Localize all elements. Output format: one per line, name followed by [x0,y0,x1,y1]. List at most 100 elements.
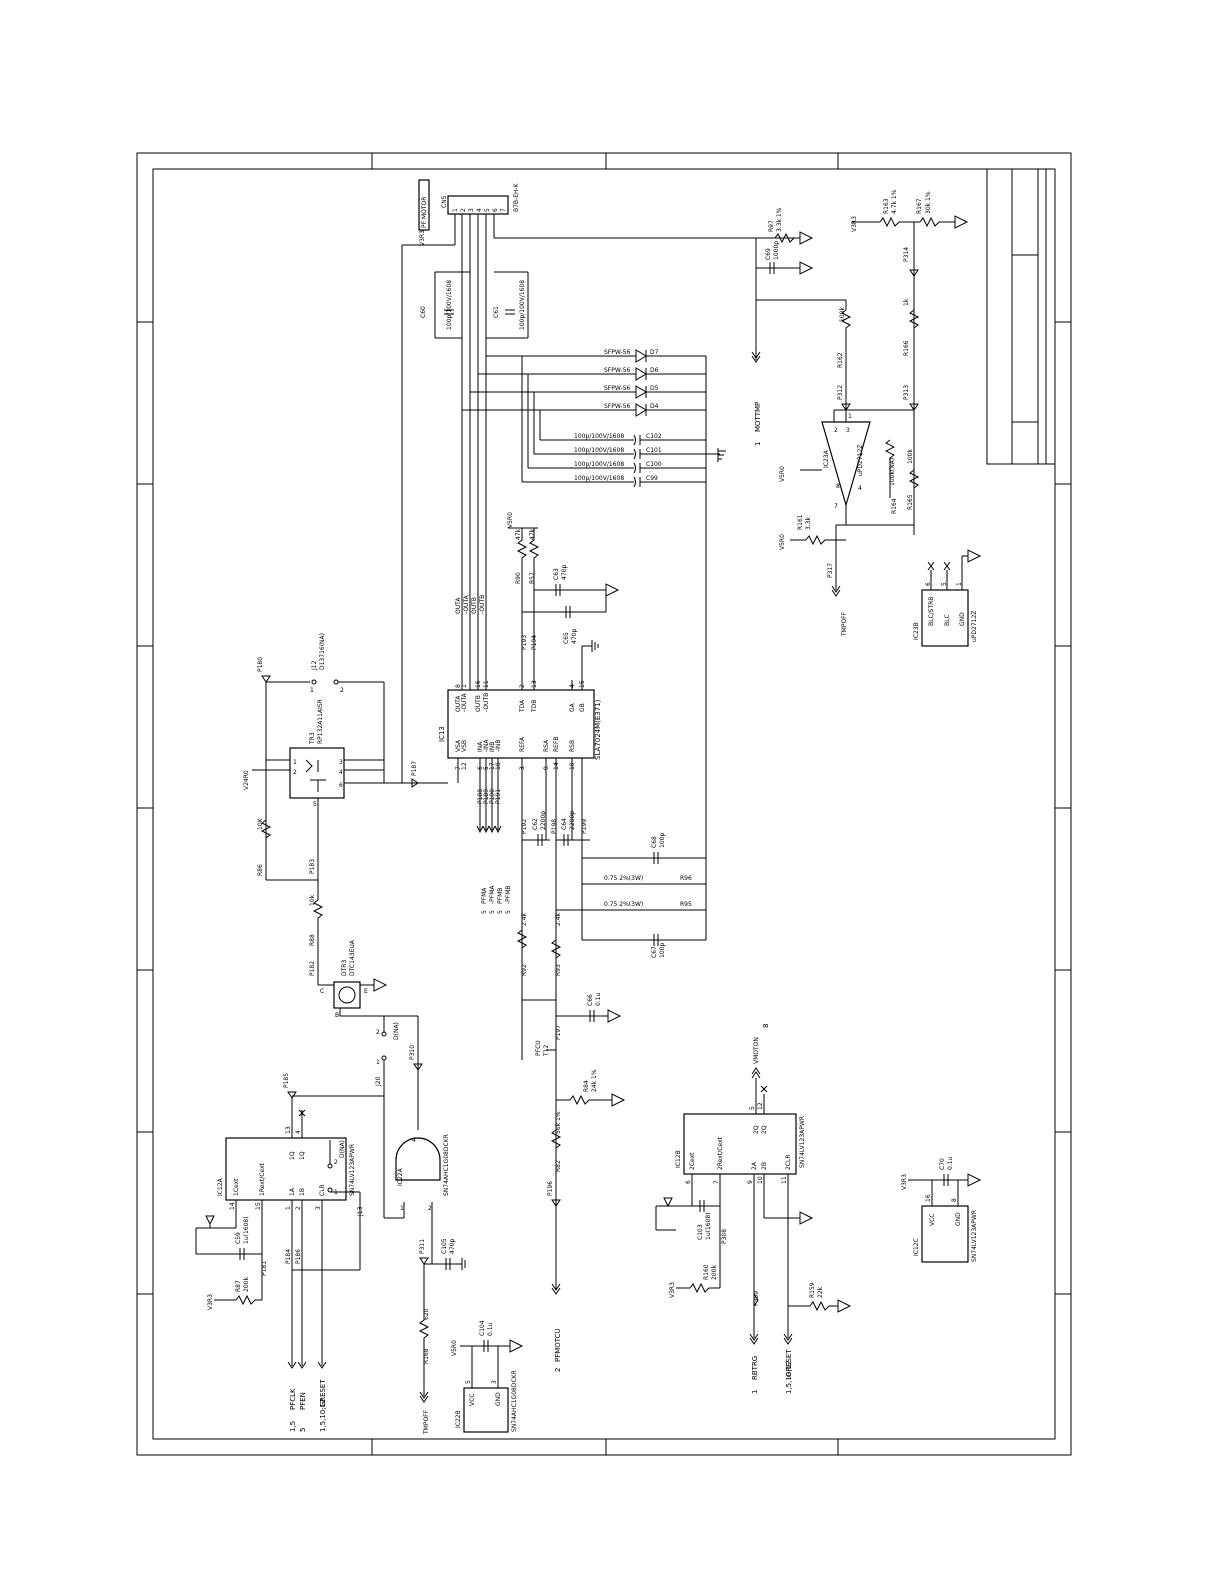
resistor-r96: R96 0.75 2%(3W) [582,875,706,885]
c105-ref: C105 [441,1238,448,1254]
diode-ref-3: D4 [650,403,659,410]
tr3-pin-1: 2 [293,769,297,776]
resistor-r90: R90 47k [515,528,528,690]
v3r3-r87: V3R3 [207,1294,214,1310]
v5r0-r161: V5R0 [779,534,786,550]
ic12b-part: SN74LV123APWR [799,1116,806,1168]
resistor-r92: R92 2.4k [516,912,528,976]
j13-pin1: 1 [334,1189,338,1196]
c64-ref: C64 [561,818,568,830]
j20-pin2: 2 [376,1029,380,1036]
inner-border [152,168,1056,1440]
resistor-r167: R167 30k 1% [916,191,955,228]
ic13-pin-7: RSA [543,739,550,752]
r92-ref: R92 [521,964,528,976]
p190-arrow [488,825,496,834]
ic12c-pin-1: GND [955,1212,962,1226]
cn5-part: B7B-EH-K [513,182,520,212]
jumper-j12: J12 D13716(NA) 1 2 [310,633,385,783]
p193: P193 [521,635,528,650]
diode-ref-1: D6 [650,367,659,374]
and-gate-ic22a: IC22A SN74AHC1G08DCKR 1 2 4 [384,1134,450,1264]
c105-val: 470p [449,1239,456,1254]
cap-c62: P192 C62 2200p [521,811,550,846]
cap-val-0: 100p/100V/1608 [574,433,624,440]
ic12a-part: SN74LV123APWR [349,1144,356,1196]
p310: P310 [409,1045,416,1060]
right-sig-arrows [749,1333,793,1345]
j20-pin1: 1 [376,1059,380,1066]
c64-val: 2200p [569,811,576,830]
r159-ref: R159 [809,1282,816,1298]
cap-ref-3: C99 [646,475,658,482]
cap-c64: P198 C64 2200p P199 [551,811,590,846]
r95-ref: R95 [680,901,692,908]
cn5-pin-5: 6 [492,208,499,212]
ic13-num-10: 8 [455,684,462,688]
resistor-r164: R164 100k(NA) [884,439,898,514]
v3r3-label-top: V3R3 [851,216,858,232]
transistor-dtr3: DTR3 DTC143EUA C B E [318,939,419,1130]
j12-ref: J12 [311,660,318,671]
diode-symbol [635,367,647,381]
v3r3-r160: V3R3 [669,1282,676,1298]
net-outa: OUTA [455,597,462,614]
cap-symbol [633,434,641,446]
pfa-label-2: PFMB [497,888,504,904]
cn5-wires [401,214,800,783]
v24r0-label: V24R0 [243,770,250,790]
r166-ref: R166 [903,340,910,356]
ic12b-ref: IC12B [675,1150,682,1168]
diode-symbol [635,403,647,417]
r163-ref: R163 [883,198,890,214]
ic12a-num-1: 15 [255,1202,262,1210]
c103-val: 1u(1608) [705,1212,712,1240]
r163-val: 4.7k 1% [891,189,898,214]
ic23b-num-1: 5 [941,582,948,586]
ic13-ref: IC13 [438,726,446,742]
ic12b-num-0: 6 [685,1180,692,1184]
p308: P308 [721,1229,728,1244]
r167-gnd [954,215,969,229]
ic12b-pin-3: 2B [761,1162,768,1170]
dtr3-c: C [320,988,324,995]
ic22a-p1: 1 [400,1205,404,1212]
r164-ref: R164 [891,498,898,514]
p180-net: P180 [257,657,310,880]
cn5-pin-4: 5 [484,208,491,212]
ic22b-ref: IC22B [455,1410,462,1428]
diode-symbol [635,349,647,363]
ic12a-pin-3: 1B [299,1188,306,1196]
ic12c-part: SN74LV123APWR [971,1210,978,1262]
ic12a-num-5: 13 [285,1126,292,1134]
left-sig-arrows [287,1361,327,1369]
cap-c67: C67 100p [582,934,706,958]
r87-ref: R87 [235,1280,242,1292]
r165-ref: R165 [907,494,914,510]
r84-ref: R84 [583,1080,590,1092]
cap-c65: C65 470p [522,590,607,644]
r168-val: 620 [423,1308,430,1320]
resistor-r159: R159 22k [788,1282,852,1313]
r159-val: 22k [817,1286,824,1298]
p188: P188 [477,789,484,804]
diode-part-3: SFPW-56 [604,403,631,410]
ic13-num-11: 1 [461,684,468,688]
p190: P190 [489,789,496,804]
p312-mark [841,403,851,411]
ic13-outpin-6: GA [569,702,576,712]
ic22a-part: SN74AHC1G08DCKR [443,1134,450,1196]
ic12a-pin-2: 1A [289,1187,296,1196]
cap-symbol [633,462,641,474]
c68-val: 100p [659,833,666,848]
ic13-pin-6: REFA [519,736,526,752]
